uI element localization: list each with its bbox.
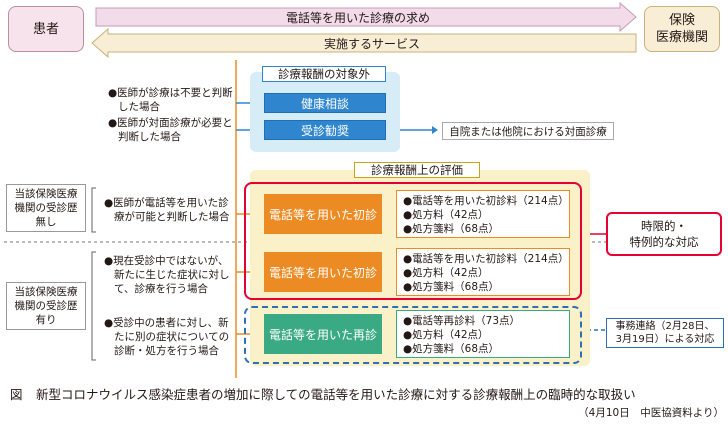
referral-box: 自院または他院における対面診療 [442, 122, 614, 140]
case3-condition: ●受診中の患者に対し、新 たに別の症状についての 診断・処方を行う場合 [104, 317, 230, 357]
note-face-to-face: ●医師が対面診療が必要と 判断した場合 [108, 117, 233, 143]
visit-recommend-box: 受診勧奨 [264, 120, 386, 140]
notice-label: 事務連絡（2月28日、 3月19日）による対応 [606, 318, 724, 348]
fee-line: ●処方箋料（68点） [403, 281, 500, 293]
case1-fees: ●電話等を用いた初診料（214点） ●処方料（42点） ●処方箋料（68点） [396, 190, 570, 238]
request-arrow [95, 1, 637, 33]
fee-line: ●処方箋料（68点） [403, 343, 500, 355]
fee-line: ●電話等再診料（73点） [403, 315, 521, 327]
fee-line: ●電話等を用いた初診料（214点） [403, 253, 569, 265]
figure-title: 新型コロナウイルス感染症患者の増加に際しての電話等を用いた診療に対する診療報酬上… [36, 387, 636, 402]
figure-source: （4月10日 中医協資料より） [578, 407, 724, 419]
service-arrow [91, 27, 637, 59]
case2-condition: ●現在受診中ではないが、 新たに生じた症状に対し て、診療を行う場合 [104, 255, 230, 295]
covered-title: 診療報酬上の評価 [354, 162, 480, 178]
service-arrow-label: 実施するサービス [323, 36, 420, 51]
case2-fees: ●電話等を用いた初診料（214点） ●処方料（42点） ●処方箋料（68点） [396, 248, 570, 296]
history-none: 当該保険医療 機関の受診歴 無し [6, 184, 86, 232]
health-consult-box: 健康相談 [264, 93, 386, 113]
case3-fees: ●電話等再診料（73点） ●処方料（42点） ●処方箋料（68点） [396, 310, 570, 358]
temporary-frame [244, 182, 582, 300]
case3-action: 電話等を用いた再診 [264, 314, 382, 354]
not-covered-title: 診療報酬の対象外 [262, 66, 386, 82]
notice-frame [244, 306, 582, 364]
figure-label: 図 [10, 387, 23, 402]
note-no-need: ●医師が診療は不要と判断 した場合 [108, 87, 233, 113]
fee-line: ●処方料（42点） [403, 209, 489, 221]
request-arrow-label: 電話等を用いた診療の求め [285, 10, 430, 25]
case1-action: 電話等を用いた初診 [264, 194, 382, 234]
case1-condition: ●医師が電話等を用いた診 療が可能と判断した場合 [104, 197, 230, 223]
fee-line: ●電話等を用いた初診料（214点） [403, 195, 569, 207]
insurer-box: 保険 医療機関 [644, 6, 720, 52]
fee-line: ●処方箋料（68点） [403, 223, 500, 235]
temporary-label: 時限的・ 特例的な対応 [606, 212, 722, 256]
fee-line: ●処方料（42点） [403, 329, 489, 341]
patient-box: 患者 [8, 6, 84, 52]
fee-line: ●処方料（42点） [403, 267, 489, 279]
history-has: 当該保険医療 機関の受診歴 有り [6, 282, 86, 330]
case2-action: 電話等を用いた初診 [264, 252, 382, 292]
